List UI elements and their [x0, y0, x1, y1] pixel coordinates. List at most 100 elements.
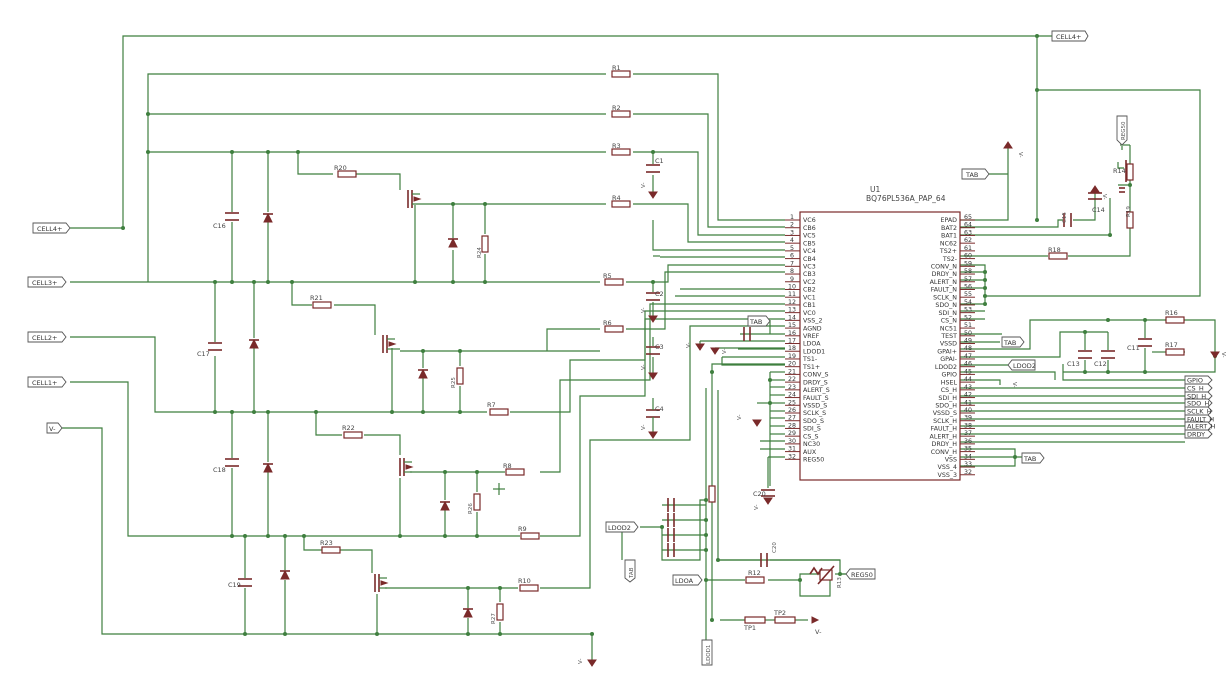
net-label-cell2: CELL2+ — [27, 331, 67, 343]
pin-number: 12 — [788, 299, 796, 306]
resistor-r25 — [456, 367, 464, 385]
pin-name: TS2+ — [939, 248, 957, 255]
resistors — [312, 70, 1185, 621]
svg-text:C12: C12 — [1094, 360, 1107, 368]
pin-number: 63 — [964, 229, 972, 236]
resistor-r18 — [1048, 252, 1068, 260]
svg-text:R26: R26 — [468, 503, 474, 514]
net-label-tab-d: TAB — [1021, 452, 1045, 464]
mosfet-q3 — [399, 458, 414, 476]
svg-text:CELL2+: CELL2+ — [32, 334, 57, 342]
pin-name: BAT1 — [941, 233, 957, 240]
pin-name: TS1- — [802, 356, 817, 363]
tp2 — [774, 616, 796, 624]
svg-text:R18: R18 — [1048, 246, 1061, 254]
svg-text:R22: R22 — [342, 424, 355, 432]
svg-text:V-: V- — [1101, 194, 1107, 199]
resistor-r4 — [611, 200, 631, 208]
pin-name: GPAI+ — [937, 348, 957, 355]
mosfets — [374, 146, 1127, 592]
resistor-r6 — [604, 325, 624, 333]
pin-number: 59 — [964, 260, 972, 267]
svg-text:C4: C4 — [655, 405, 664, 413]
net-label-tab-e: TAB — [624, 559, 636, 583]
svg-text:C11: C11 — [1127, 344, 1140, 352]
pin-name: NC51 — [940, 325, 957, 332]
pin-name: NC62 — [940, 240, 957, 247]
net-label-drdy: DRDY — [1184, 429, 1213, 439]
left-rails — [60, 152, 785, 666]
pin-number: 54 — [964, 299, 972, 306]
pin-name: VSS_3 — [938, 472, 957, 479]
pin-number: 41 — [964, 399, 972, 406]
pin-name: CONV_S — [803, 372, 829, 379]
pin-number: 1 — [790, 214, 794, 221]
pin-name: FAULT_N — [931, 287, 958, 294]
pin-name: VC3 — [803, 264, 816, 271]
pin-name: SDO_S — [803, 418, 824, 425]
pin-name: REG50 — [803, 457, 824, 464]
pin-name: VSSD_S — [803, 402, 827, 409]
resistor-r24 — [481, 235, 489, 253]
pin-number: 17 — [788, 338, 796, 345]
pin-name: VSS_2 — [803, 318, 822, 325]
pin-name: AUX — [803, 449, 817, 456]
pin-number: 29 — [788, 430, 796, 437]
net-label-ldod2-left: LDOD2 — [605, 521, 639, 533]
svg-text:R2: R2 — [612, 104, 621, 112]
pin-number: 65 — [964, 214, 972, 221]
svg-text:V-: V- — [578, 659, 584, 664]
svg-text:R7: R7 — [487, 401, 496, 409]
pin-name: DRDY_N — [932, 271, 958, 278]
svg-text:C14: C14 — [1092, 206, 1105, 214]
resistor-r22 — [343, 431, 363, 439]
resistor-r9 — [520, 532, 540, 540]
svg-text:DRDY: DRDY — [1187, 431, 1205, 439]
pin-number: 39 — [964, 415, 972, 422]
resistor-r10 — [519, 584, 539, 592]
mosfet-q2 — [382, 335, 400, 353]
pin-number: 26 — [788, 407, 796, 414]
svg-text:R27: R27 — [491, 613, 497, 624]
svg-text:R12: R12 — [748, 569, 761, 577]
resistor-r19 — [1126, 211, 1134, 229]
svg-text:R13: R13 — [837, 577, 843, 588]
pin-name: HSEL — [941, 379, 958, 386]
svg-text:V-: V- — [1220, 352, 1226, 357]
pin-name: TEST — [940, 333, 957, 340]
svg-text:V-: V- — [641, 183, 647, 188]
resistor-r17 — [1165, 348, 1185, 356]
pin-name: SCLK_N — [933, 294, 957, 301]
pin-name: VC0 — [803, 310, 816, 317]
pin-name: CONV_N — [931, 264, 958, 271]
pin-name: FAULT_H — [931, 426, 958, 433]
pin-number: 6 — [790, 253, 794, 260]
svg-text:C16: C16 — [213, 222, 226, 230]
net-label-ldod2: LDOD2 — [1007, 359, 1036, 371]
svg-text:FAULT_H: FAULT_H — [1187, 416, 1214, 424]
svg-text:LDOD2: LDOD2 — [608, 524, 631, 532]
net-label-tab-a: TAB — [961, 168, 990, 180]
net-label-sdo-h: SDO_H — [1184, 398, 1213, 408]
